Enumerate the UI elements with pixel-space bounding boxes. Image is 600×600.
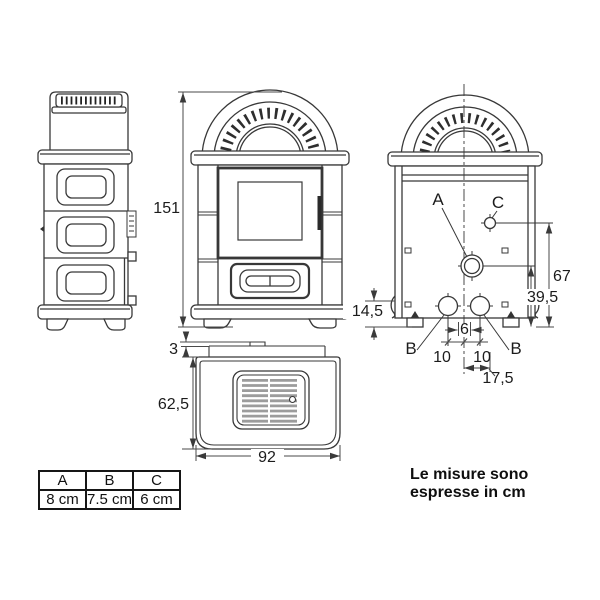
front-door [216, 166, 324, 260]
side-view [37, 91, 137, 331]
side-ledge [37, 149, 133, 165]
top-grille-knob [288, 395, 297, 404]
back-base-curve-left [390, 295, 396, 319]
hole-label-a: A [432, 190, 444, 209]
units-note-line2: espresse in cm [410, 484, 526, 501]
table-header-c: C [132, 470, 181, 491]
table-value-row: 8 cm 7.5 cm 6 cm [38, 489, 181, 510]
front-arch [201, 89, 339, 159]
leader-c [491, 210, 498, 219]
hole-c [483, 216, 497, 230]
side-vent-flange [51, 106, 127, 114]
side-base [37, 304, 133, 320]
side-panel-1 [56, 168, 115, 206]
side-panel-3 [56, 264, 115, 302]
hole-label-b-right: B [510, 339, 521, 358]
front-base [190, 304, 350, 320]
side-rating-plate [126, 210, 137, 238]
dim-92-label: 92 [258, 449, 276, 466]
dim-6-mask [457, 323, 472, 337]
back-arch-ticks [419, 112, 511, 153]
side-panel-2 [56, 216, 115, 254]
front-door-handle [317, 196, 322, 230]
back-foot-right [502, 317, 520, 328]
top-dimensions [180, 331, 341, 464]
front-arch-ticks [220, 107, 320, 152]
side-hinge-tab-1 [127, 251, 137, 262]
dim-10-tick-2 [460, 338, 468, 346]
top-flue-bump [249, 341, 266, 346]
dim-overall-height: 151 [153, 91, 282, 328]
back-arch [400, 94, 530, 160]
leader-a [441, 207, 468, 258]
front-door-glass [237, 181, 303, 241]
table-value-b: 7.5 cm [85, 489, 134, 510]
dim-145-mask [343, 303, 384, 319]
dim-175-leader [488, 368, 496, 377]
dim-625-label: 62,5 [158, 396, 189, 413]
back-mount-squares [404, 247, 509, 308]
dim-3-label: 3 [169, 341, 178, 358]
hole-a-inner [463, 257, 481, 275]
units-note: Le misure sono espresse in cm [410, 466, 528, 502]
hole-b-left [437, 295, 459, 317]
back-dimensions [343, 223, 559, 377]
dim-175-label: 17,5 [482, 370, 513, 387]
front-column-grooves [198, 211, 342, 263]
dim-10-left-label: 10 [433, 349, 451, 366]
units-note-line1: Le misure sono [410, 466, 529, 483]
table-header-a: A [38, 470, 87, 491]
front-foot-right [307, 318, 337, 329]
hole-label-c: C [492, 193, 504, 212]
dim-10-tick-3 [476, 338, 484, 346]
dim-395-mask [524, 289, 559, 305]
side-latch [40, 226, 44, 232]
back-foot-anchor-right [507, 311, 515, 318]
top-view [195, 341, 341, 450]
side-foot-left [46, 318, 70, 331]
hole-label-b-left: B [405, 339, 416, 358]
front-cornice [190, 150, 350, 166]
dim-92-mask [251, 449, 284, 464]
back-cornice [387, 151, 543, 167]
leader-b-right [483, 314, 510, 351]
table-header-b: B [85, 470, 134, 491]
table-value-a: 8 cm [38, 489, 87, 510]
dim-151-label: 151 [153, 200, 180, 217]
front-view [190, 89, 350, 329]
dim-67-label: 67 [553, 268, 571, 285]
back-view [387, 84, 553, 374]
dim-10-right-label: 10 [473, 349, 491, 366]
leader-b-left [416, 314, 445, 351]
back-body [394, 165, 536, 319]
dim-6-label: 6 [460, 321, 469, 338]
hole-size-table: A B C 8 cm 7.5 cm 6 cm [38, 470, 181, 510]
dim-145-label: 14,5 [352, 303, 383, 320]
back-foot-left [406, 317, 424, 328]
dim-395-label: 39,5 [527, 289, 558, 306]
dim-10-tick-1 [444, 338, 452, 346]
side-top-section [49, 91, 129, 153]
table-value-c: 6 cm [132, 489, 181, 510]
top-back-plate [208, 341, 326, 357]
top-body-inner [199, 360, 337, 446]
side-hinge-tab-2 [127, 295, 137, 306]
hole-b-right [469, 295, 491, 317]
table-header-row: A B C [38, 470, 181, 491]
front-drawer-inner [239, 269, 301, 293]
side-foot-right [102, 318, 126, 331]
front-foot-left [203, 318, 233, 329]
top-grille-inner [236, 374, 306, 426]
back-foot-anchor-left [411, 311, 419, 318]
